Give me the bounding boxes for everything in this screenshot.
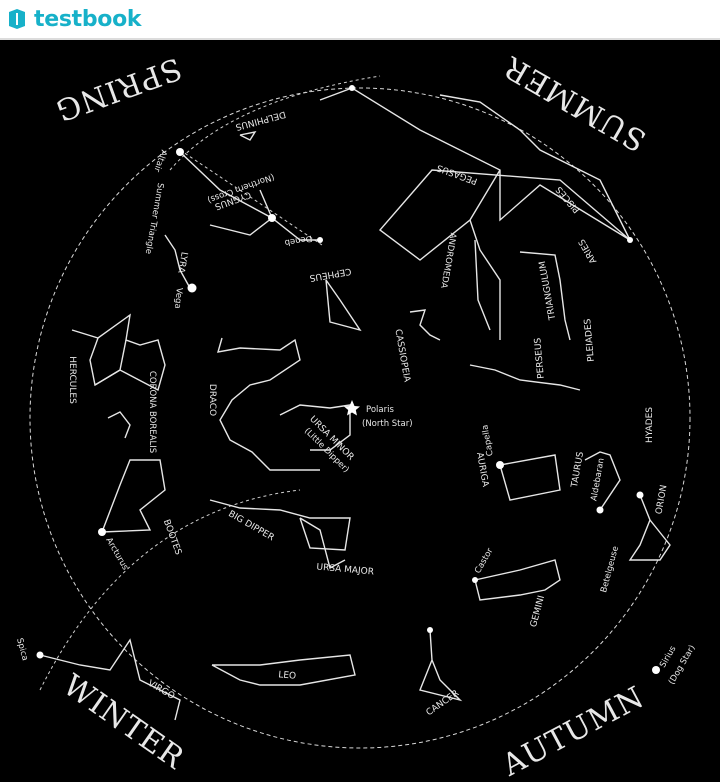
label-draco: DRACO — [207, 384, 217, 416]
pisces-figure — [439, 94, 631, 241]
capella-star — [496, 461, 504, 469]
taurus-figure — [584, 451, 621, 511]
label-aries: ARIES — [577, 237, 599, 265]
horizon-circle — [29, 87, 691, 749]
delphinus-figure — [239, 130, 257, 141]
label-virgo: VIRGO — [146, 679, 176, 702]
ursa-major-legs — [299, 517, 346, 570]
bootes-figure — [101, 459, 166, 533]
label-bootes: BOOTES — [161, 518, 183, 557]
label-polaris: Polaris — [366, 405, 394, 415]
altair-star — [176, 148, 184, 156]
leo-figure — [211, 654, 356, 686]
label-spica: Spica — [14, 637, 30, 662]
label-gemini: GEMINI — [529, 595, 547, 629]
hercules-figure — [71, 313, 166, 392]
bright-stars — [36, 85, 660, 674]
corona-figure — [107, 411, 131, 439]
auriga-figure — [499, 454, 561, 501]
testbook-logo-icon — [9, 9, 25, 29]
aldebaran-star — [596, 506, 604, 514]
label-hercules: HERCULES — [67, 356, 77, 404]
constellation-labels: DELPHINUS CYGNUS (Northern Cross) PEGASU… — [67, 108, 670, 718]
label-ursa-major: URSA MAJOR — [316, 563, 374, 578]
sirius-star — [652, 666, 660, 674]
cassiopeia-figure — [409, 309, 441, 341]
big-dipper-figure — [209, 499, 351, 551]
arcturus-star — [98, 528, 106, 536]
label-cepheus: CEPHEUS — [308, 265, 352, 282]
polaris-star-icon — [344, 400, 360, 416]
label-castor: Castor — [473, 546, 496, 575]
star-map: SPRING SUMMER AUTUMN WINTER DELPHINUS CY… — [14, 48, 697, 782]
perseus-figure — [469, 364, 581, 391]
label-arcturus: Arcturus — [103, 536, 130, 573]
cancer-figure — [419, 629, 463, 702]
label-orion: ORION — [655, 484, 670, 515]
pegasus-star — [349, 85, 355, 91]
label-lyra: LYRA — [175, 251, 189, 275]
lyra-figure — [164, 234, 191, 289]
pisces-star — [627, 237, 633, 243]
label-pleiades: PLEIADES — [583, 318, 597, 362]
pegasus-leg-2 — [474, 239, 491, 331]
deneb-star — [268, 214, 276, 222]
label-delphinus: DELPHINUS — [234, 108, 287, 131]
constellation-lines — [39, 87, 671, 721]
label-deneb: Deneb — [284, 233, 313, 248]
star-labels: Altair Deneb Vega Arcturus Spica Capella… — [14, 148, 697, 686]
header-bar: testbook — [0, 0, 720, 38]
draco-figure — [217, 337, 320, 471]
label-vega: Vega — [172, 287, 184, 309]
brand-name: testbook — [34, 6, 142, 32]
cygnus-tail-star — [317, 237, 323, 243]
label-perseus: PERSEUS — [533, 337, 547, 379]
season-spring: SPRING — [51, 50, 186, 128]
label-corona-borealis: CORONA BOREALIS — [147, 371, 157, 453]
label-leo: LEO — [278, 670, 297, 682]
label-aldebaran: Aldebaran — [589, 457, 606, 502]
label-betelgeuse: Betelgeuse — [599, 545, 621, 594]
brand-link[interactable]: testbook — [6, 6, 142, 32]
header-divider — [0, 38, 720, 40]
cepheus-figure — [325, 279, 362, 332]
hercules-legs — [89, 337, 127, 387]
label-pisces: PISCES — [554, 184, 582, 215]
label-andromeda: ANDROMEDA — [438, 232, 458, 289]
label-cassiopeia: CASSIOPEIA — [392, 328, 411, 383]
label-hyades: HYADES — [645, 407, 655, 443]
vega-star — [187, 283, 197, 293]
cancer-star — [427, 627, 433, 633]
andromeda-figure — [519, 251, 571, 341]
orion-figure — [628, 494, 671, 561]
label-taurus: TAURUS — [570, 451, 586, 490]
virgo-figure — [39, 638, 181, 721]
season-summer: SUMMER — [498, 48, 652, 157]
summer-triangle-line — [179, 149, 323, 246]
spica-star — [36, 651, 44, 659]
label-north-star: (North Star) — [362, 419, 413, 429]
label-triangulum: TRIANGULUM — [538, 260, 558, 322]
gemini-figure — [474, 559, 561, 601]
label-summer-triangle: Summer Triangle — [143, 182, 165, 255]
season-autumn: AUTUMN — [496, 680, 650, 782]
pegasus-legs — [469, 219, 501, 340]
castor-star — [472, 577, 478, 583]
label-big-dipper: BIG DIPPER — [226, 509, 275, 543]
ecliptic-arc-top — [169, 75, 381, 171]
cygnus-cross — [209, 189, 273, 236]
betelgeuse-star — [636, 491, 644, 499]
season-winter: WINTER — [56, 668, 191, 777]
